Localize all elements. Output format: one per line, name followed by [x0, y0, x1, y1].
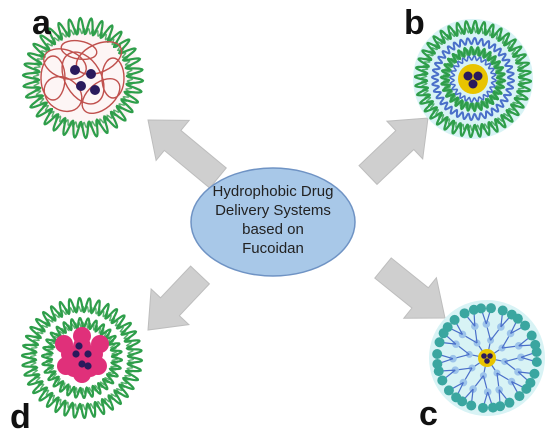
b-drug-0: [463, 71, 473, 81]
c-bead-301: [443, 385, 454, 396]
d-drug-1: [84, 350, 92, 358]
a-drug-1: [86, 69, 96, 79]
c-bead-400: [432, 358, 443, 369]
b-blue-ring-1: [430, 36, 516, 122]
panel-letter-d: d: [10, 398, 31, 436]
a-shell-inner-wave: [32, 27, 134, 129]
arrow-to-d: [147, 265, 211, 331]
c-bead-001: [531, 356, 542, 367]
c-bead-610: [497, 305, 508, 316]
c-bead-711: [530, 339, 541, 350]
panel-letter-c: c: [419, 395, 438, 433]
c-bead-510: [459, 308, 470, 319]
c-bead-310: [437, 375, 448, 386]
center-line-4: Fucoidan: [242, 240, 304, 257]
a-chain-2: [43, 75, 83, 113]
b-outer-shell-inner-wave: [420, 26, 526, 132]
a-drug-2: [76, 81, 86, 91]
a-chain-4: [61, 51, 105, 105]
center-ellipse: [190, 167, 356, 277]
c-bead-600: [476, 303, 487, 314]
arrow-to-b: [358, 117, 429, 186]
nanoparticle-d: [20, 296, 144, 420]
c-bead-201: [478, 402, 489, 413]
c-bead-210: [466, 400, 477, 411]
nanoparticle-a: [21, 16, 145, 140]
center-node: Hydrophobic Drug Delivery Systems based …: [190, 167, 356, 277]
d-core-bead-7: [89, 357, 107, 375]
a-drug-0: [70, 65, 80, 75]
a-chain-6: [40, 55, 66, 101]
c-node2-50: [458, 330, 467, 339]
arrows-group: [147, 117, 446, 331]
c-bead-110: [504, 397, 515, 408]
d-inner-shell-inner-wave: [45, 321, 119, 395]
panel-letter-b: b: [404, 4, 425, 42]
b-drug-1: [473, 71, 483, 81]
c-bead-601: [485, 303, 496, 314]
a-chain-7: [101, 57, 125, 99]
c-bead-010: [529, 368, 540, 379]
c-bead-100: [521, 383, 532, 394]
c-bead-401: [432, 349, 443, 360]
d-drug-0: [72, 350, 80, 358]
c-node2-40: [449, 354, 457, 363]
panel-letter-a: a: [32, 4, 52, 42]
d-core-bead-6: [57, 357, 75, 375]
c-bead-500: [442, 322, 453, 333]
b-core: [458, 64, 488, 94]
c-drug-1: [487, 353, 493, 359]
c-node2-70: [506, 329, 515, 338]
c-drug-0: [481, 353, 487, 359]
c-bead-710: [526, 330, 537, 341]
arrow-to-c: [374, 257, 446, 319]
d-drug-2: [78, 360, 86, 368]
nanoparticle-c: [429, 300, 545, 416]
center-line-2: Delivery Systems: [215, 202, 331, 219]
c-bead-700: [512, 313, 523, 324]
c-core: [478, 349, 496, 367]
b-outer-shell-wave: [414, 20, 532, 138]
b-drug-2: [468, 79, 478, 89]
d-outer-shell-inner-wave: [29, 305, 135, 411]
a-shell-wave: [21, 16, 145, 140]
c-bead-300: [451, 392, 462, 403]
d-core-bead-10: [55, 335, 73, 353]
c-bead-101: [514, 391, 525, 402]
a-drug-3: [90, 85, 100, 95]
arrow-to-a: [147, 119, 228, 189]
a-chain-5: [60, 39, 98, 61]
c-drug-2: [484, 358, 490, 364]
d-core-bead-11: [91, 335, 109, 353]
d-drug-4: [84, 362, 92, 370]
d-core-bead-8: [73, 365, 91, 383]
d-drug-3: [75, 342, 83, 350]
center-line-3: based on: [242, 221, 304, 238]
d-core-bead-9: [73, 327, 91, 345]
c-bead-200: [487, 402, 498, 413]
b-blue-ring-2: [449, 55, 497, 103]
c-bead-410: [434, 337, 445, 348]
d-outer-shell-wave: [20, 296, 144, 420]
c-bead-701: [520, 320, 531, 331]
nanoparticle-b: [413, 19, 533, 139]
b-inner-shell-inner-wave: [442, 48, 504, 110]
center-line-1: Hydrophobic Drug: [213, 183, 334, 200]
c-node2-60: [482, 320, 491, 328]
c-bead-501: [449, 314, 460, 325]
